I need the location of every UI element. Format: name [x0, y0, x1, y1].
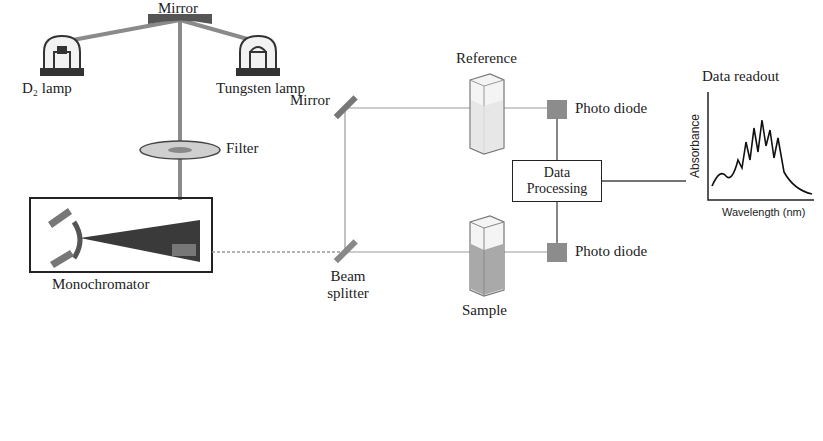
- mirror: [334, 95, 358, 119]
- connector-line: [557, 202, 558, 243]
- filter-label: Filter: [226, 140, 259, 157]
- diode-label: Photo diode: [575, 243, 647, 260]
- photo-diode: Photo diode: [547, 243, 567, 262]
- chart-title: Data readout: [702, 68, 779, 85]
- sample-cuvette: [470, 216, 504, 296]
- monochromator-label: Monochromator: [52, 276, 149, 293]
- spectrum-plot: [686, 68, 816, 228]
- light-beam: [212, 251, 345, 253]
- axis-label: Wavelength (nm): [722, 206, 805, 219]
- tungsten-lamp-icon: [236, 36, 280, 76]
- filter-disc: [168, 147, 192, 153]
- mirror-label: Mirror: [158, 0, 198, 17]
- beam-splitter: [334, 239, 358, 263]
- reference-cuvette: [470, 74, 504, 154]
- connector-line: [557, 119, 558, 160]
- connector-line: [602, 181, 686, 182]
- reference-label: Reference: [456, 50, 517, 67]
- data-readout-chart: Data readoutAbsorbanceWavelength (nm): [686, 68, 816, 228]
- light-beam: [178, 22, 182, 200]
- mirror-label: Mirror: [290, 92, 330, 109]
- photo-diode: Photo diode: [547, 100, 567, 119]
- process-box: Data Processing: [512, 160, 602, 202]
- beam-splitter-label: Beam splitter: [318, 268, 378, 302]
- monochromator-unit: [30, 198, 212, 272]
- light-beam: [62, 20, 180, 42]
- diode-label: Photo diode: [575, 100, 647, 117]
- light-beam: [344, 108, 345, 252]
- light-beam: [345, 251, 550, 252]
- process-label: Data Processing: [519, 165, 595, 197]
- sample-label: Sample: [462, 302, 507, 319]
- d2-lamp-icon: [40, 36, 84, 76]
- axis-label: Absorbance: [688, 114, 702, 178]
- filter-disc: [140, 141, 220, 159]
- lamp-label: D₂ lamp: [22, 80, 72, 97]
- light-beam: [345, 107, 550, 108]
